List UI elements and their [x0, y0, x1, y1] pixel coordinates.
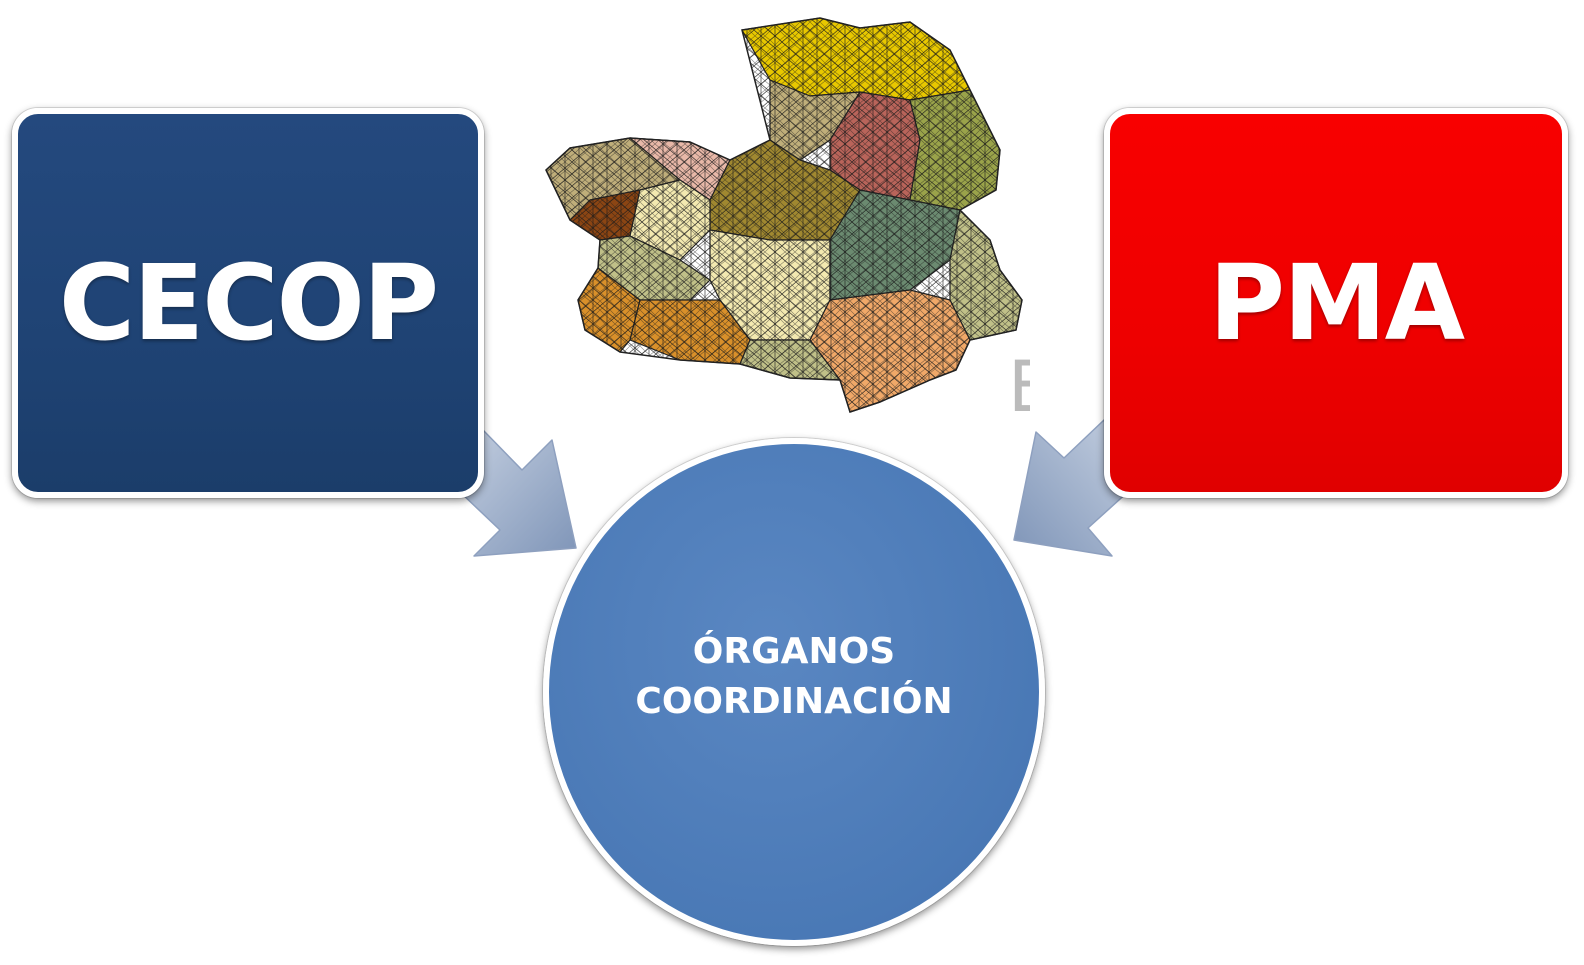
cecop-node: CECOP: [12, 108, 484, 498]
map-partial-letter: E: [1008, 352, 1030, 422]
pma-label: PMA: [1208, 242, 1465, 364]
organos-label-line2: COORDINACIÓN: [635, 681, 953, 722]
cecop-label: CECOP: [58, 242, 439, 364]
regional-map-image: [545, 17, 1023, 413]
organos-coordinacion-node: ÓRGANOS COORDINACIÓN: [543, 438, 1045, 946]
organos-label-line1: ÓRGANOS: [692, 631, 896, 672]
pma-node: PMA: [1104, 108, 1568, 498]
